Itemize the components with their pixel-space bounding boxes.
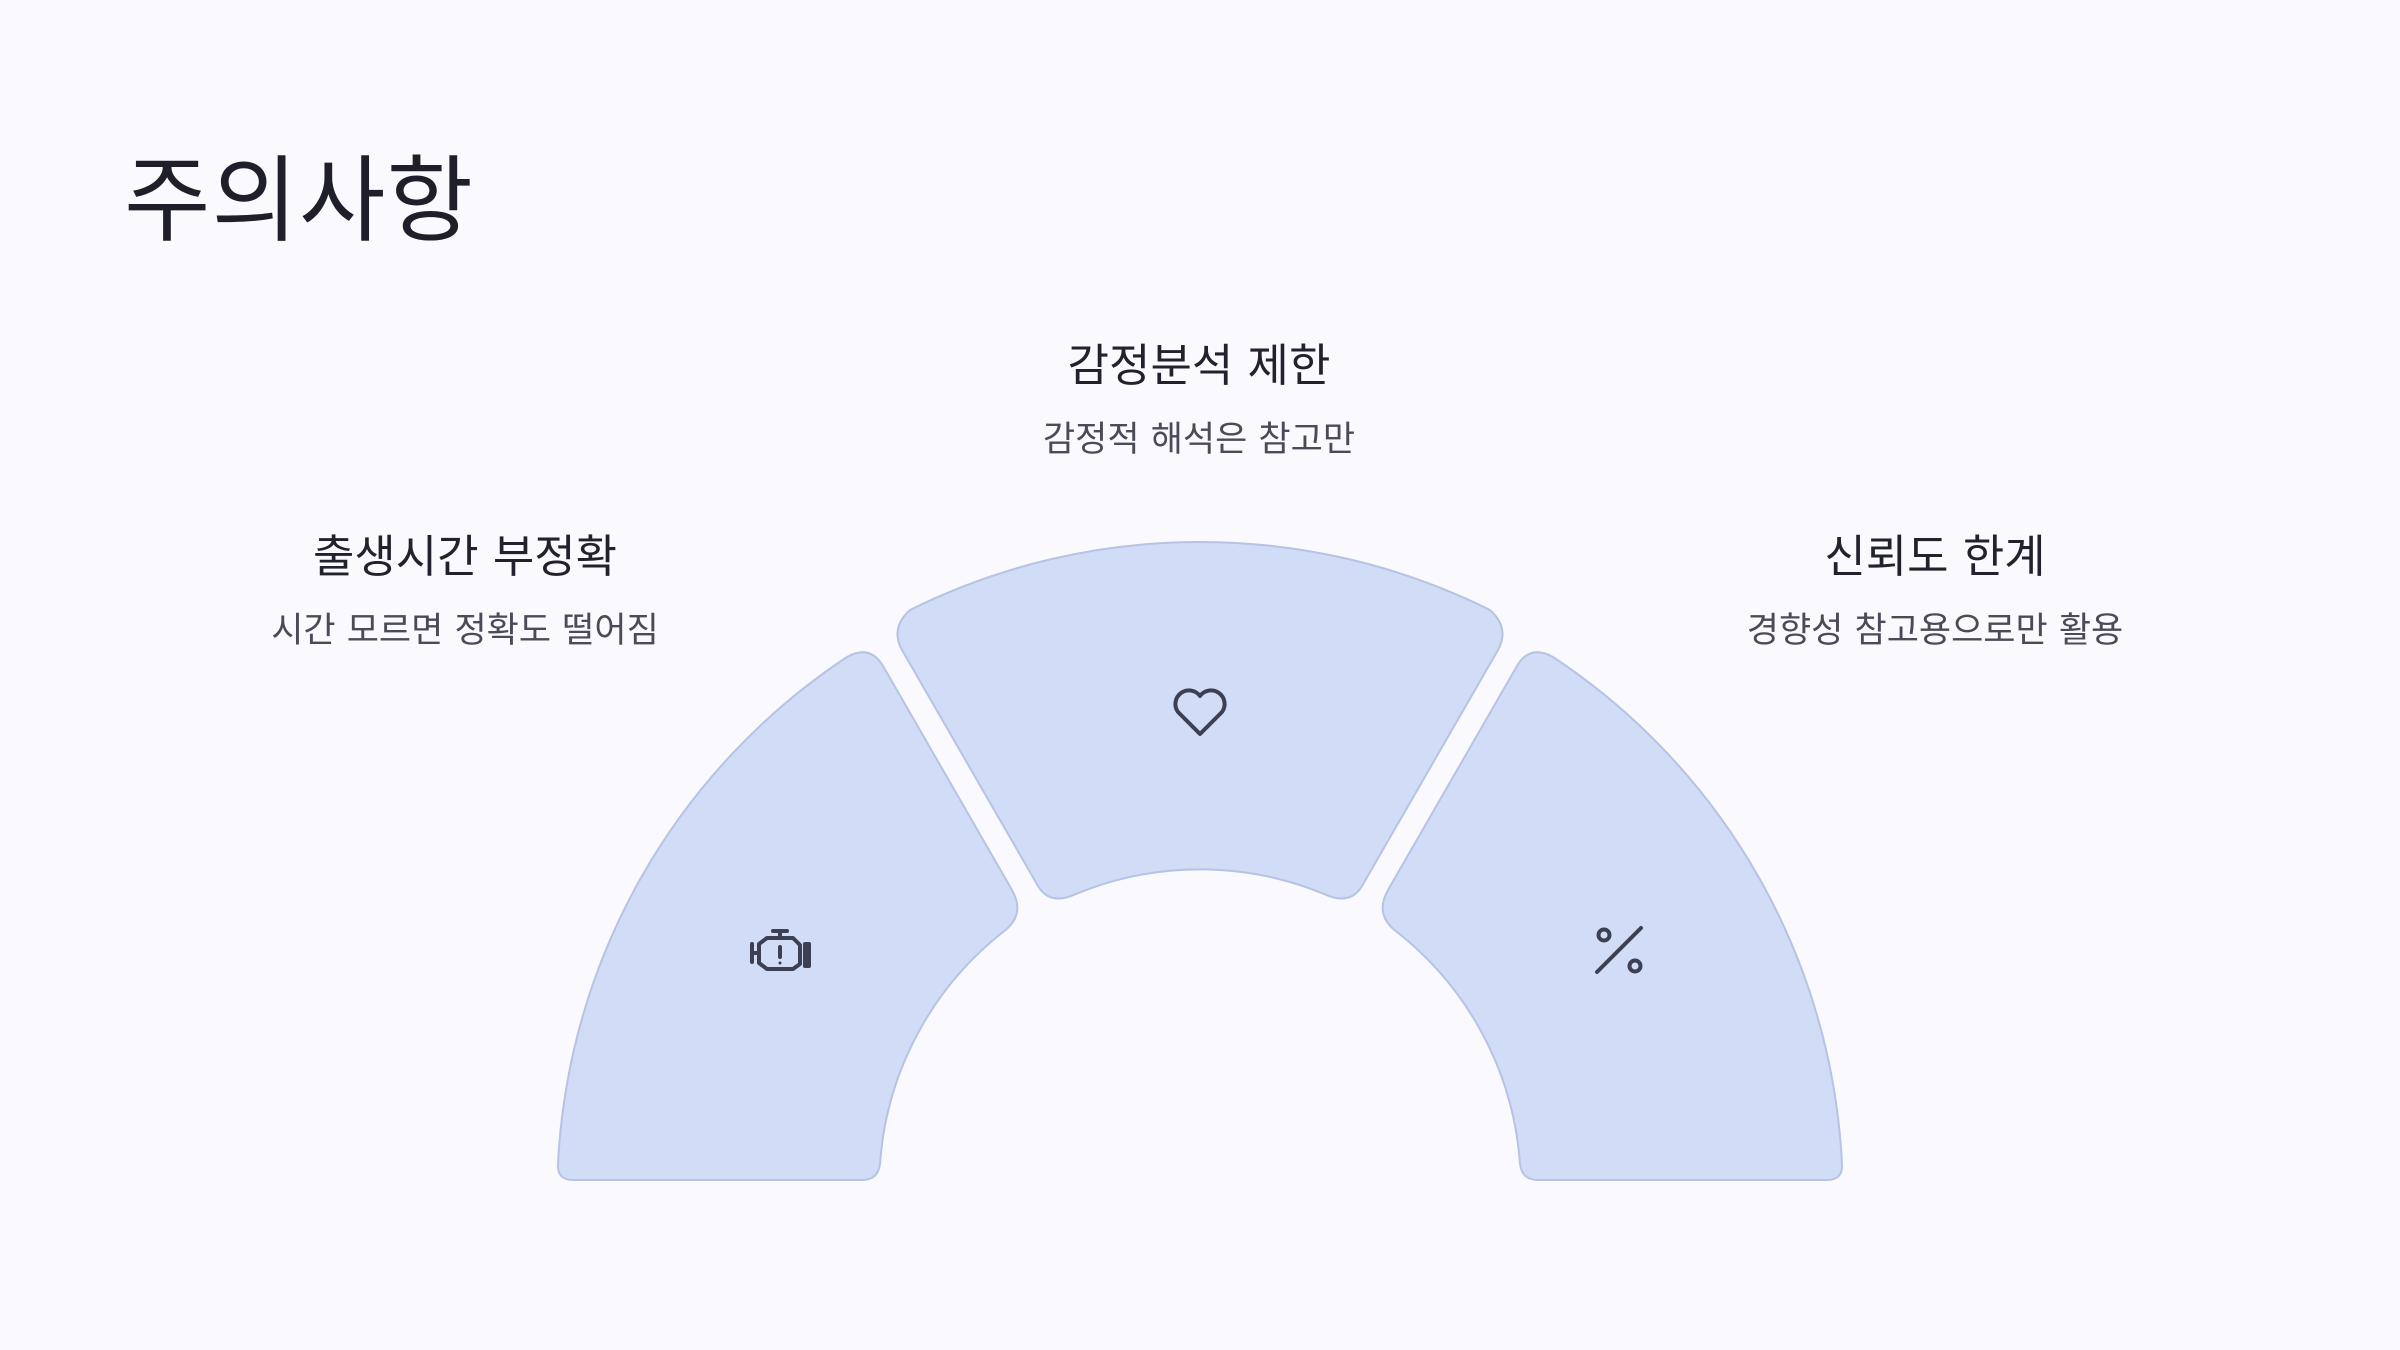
engine-warning-icon (750, 929, 811, 971)
page-title: 주의사항 (124, 147, 474, 256)
item-label-birth-time: 출생시간 부정확 시간 모르면 정확도 떨어짐 (115, 530, 815, 652)
item-description: 시간 모르면 정확도 떨어짐 (271, 611, 659, 651)
percent-icon (1595, 926, 1643, 974)
item-title: 신뢰도 한계 (1824, 530, 2046, 583)
item-description: 감정적 해석은 참고만 (1042, 420, 1356, 460)
segment-birth-time (556, 651, 1019, 1181)
item-title: 감정분석 제한 (1067, 339, 1331, 392)
segment-emotion (896, 541, 1504, 900)
segment-reliability (1381, 651, 1844, 1181)
item-title: 출생시간 부정확 (312, 530, 618, 583)
heart-icon (1173, 688, 1227, 736)
item-label-reliability: 신뢰도 한계 경향성 참고용으로만 활용 (1585, 530, 2285, 652)
item-label-emotion: 감정분석 제한 감정적 해석은 참고만 (849, 339, 1549, 461)
item-description: 경향성 참고용으로만 활용 (1746, 611, 2124, 651)
